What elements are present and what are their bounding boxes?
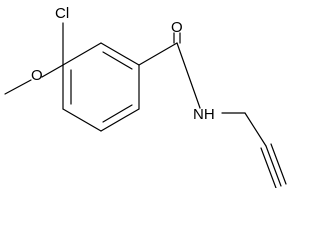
ring-bond [62,108,102,132]
ring-bond [100,42,140,66]
ring-bond [100,108,140,132]
benzene-ring [62,42,140,132]
ring-carbonyl-bond [138,42,178,66]
triple-bond-line [270,143,287,185]
ch2-alkyne-bond [244,112,267,147]
methoxy-oxygen-label: O [31,67,43,84]
o-methyl-bond [4,79,32,95]
triple-bond-line [260,147,277,188]
ring-bond [62,42,102,66]
ring-double-bond [102,51,133,70]
carbonyl-n-bond [176,42,201,109]
carbonyl-oxygen-label: O [171,19,183,36]
triple-bond-line [265,145,282,187]
chlorine-label: Cl [55,5,69,22]
ring-double-bond [102,104,133,123]
amide-nitrogen-label: NH [193,106,215,123]
chemical-structure: Cl O O NH [4,5,287,188]
c-o-methoxy-bond [41,64,64,78]
